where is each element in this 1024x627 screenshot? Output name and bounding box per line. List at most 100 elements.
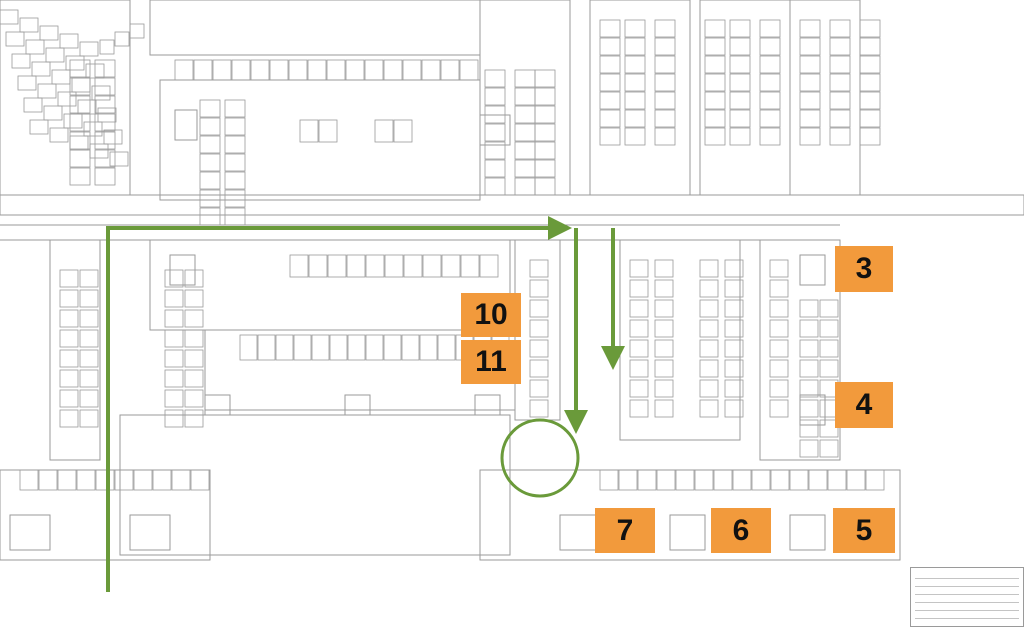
stall	[393, 119, 413, 143]
stall	[629, 399, 649, 418]
stall	[69, 131, 91, 150]
stall	[224, 117, 246, 136]
stall	[365, 254, 385, 278]
stall	[846, 469, 866, 491]
stall	[257, 334, 276, 361]
stall	[770, 469, 790, 491]
stall	[384, 254, 404, 278]
stall	[799, 319, 819, 338]
stall	[534, 105, 556, 124]
stall	[829, 127, 851, 146]
stall	[599, 37, 621, 56]
stall	[421, 59, 441, 81]
stall	[529, 399, 549, 418]
stall	[819, 419, 839, 438]
stall	[808, 469, 828, 491]
stall	[769, 279, 789, 298]
stall	[97, 107, 117, 123]
stall	[59, 389, 79, 408]
stall	[184, 369, 204, 388]
stall	[819, 339, 839, 358]
stall	[383, 334, 402, 361]
stall	[769, 339, 789, 358]
stall	[675, 469, 695, 491]
stall	[224, 99, 246, 118]
stall	[69, 95, 91, 114]
stall	[199, 207, 221, 226]
stall	[629, 339, 649, 358]
stall	[529, 359, 549, 378]
stall	[59, 349, 79, 368]
stall	[699, 259, 719, 278]
stall	[599, 73, 621, 92]
stall	[484, 105, 506, 124]
stall	[654, 55, 676, 74]
stall	[534, 177, 556, 196]
stall	[769, 299, 789, 318]
stall	[699, 399, 719, 418]
stall	[269, 59, 289, 81]
stall	[365, 334, 384, 361]
stall	[45, 47, 65, 63]
stall	[514, 159, 536, 178]
stall	[654, 399, 674, 418]
stall	[484, 177, 506, 196]
stall	[624, 127, 646, 146]
stall	[460, 254, 480, 278]
stall	[654, 379, 674, 398]
stall	[729, 73, 751, 92]
stall	[799, 37, 821, 56]
stall	[529, 319, 549, 338]
stall	[94, 149, 116, 168]
stall	[829, 37, 851, 56]
stall	[799, 399, 819, 418]
stall	[152, 469, 172, 491]
stall	[103, 129, 123, 145]
stall	[440, 59, 460, 81]
title-block	[910, 567, 1024, 627]
stall	[38, 469, 58, 491]
stall	[326, 59, 346, 81]
stall	[85, 63, 105, 79]
stall	[311, 334, 330, 361]
stall	[94, 59, 116, 78]
stall	[17, 75, 37, 91]
stall	[184, 329, 204, 348]
stall	[704, 19, 726, 38]
stall	[224, 189, 246, 208]
stall	[164, 269, 184, 288]
stall	[383, 59, 403, 81]
section-badge-6: 6	[711, 508, 771, 553]
stall	[618, 469, 638, 491]
stall	[199, 135, 221, 154]
stall	[69, 77, 91, 96]
stall	[514, 123, 536, 142]
stall	[819, 439, 839, 458]
stall	[529, 299, 549, 318]
stall	[69, 167, 91, 186]
stall	[599, 469, 619, 491]
stall	[769, 359, 789, 378]
stall	[624, 37, 646, 56]
stall	[799, 359, 819, 378]
stall	[514, 141, 536, 160]
stall	[724, 259, 744, 278]
stall	[484, 69, 506, 88]
stall	[759, 127, 781, 146]
stall	[829, 19, 851, 38]
stall	[654, 359, 674, 378]
stall	[827, 469, 847, 491]
stall	[114, 469, 134, 491]
stall	[346, 254, 366, 278]
stall	[91, 85, 111, 101]
stall	[484, 123, 506, 142]
stall	[374, 119, 394, 143]
stall	[224, 153, 246, 172]
stall	[459, 59, 479, 81]
stall	[5, 31, 25, 47]
stall	[190, 469, 210, 491]
stall	[133, 469, 153, 491]
stall	[224, 171, 246, 190]
stall	[25, 39, 45, 55]
